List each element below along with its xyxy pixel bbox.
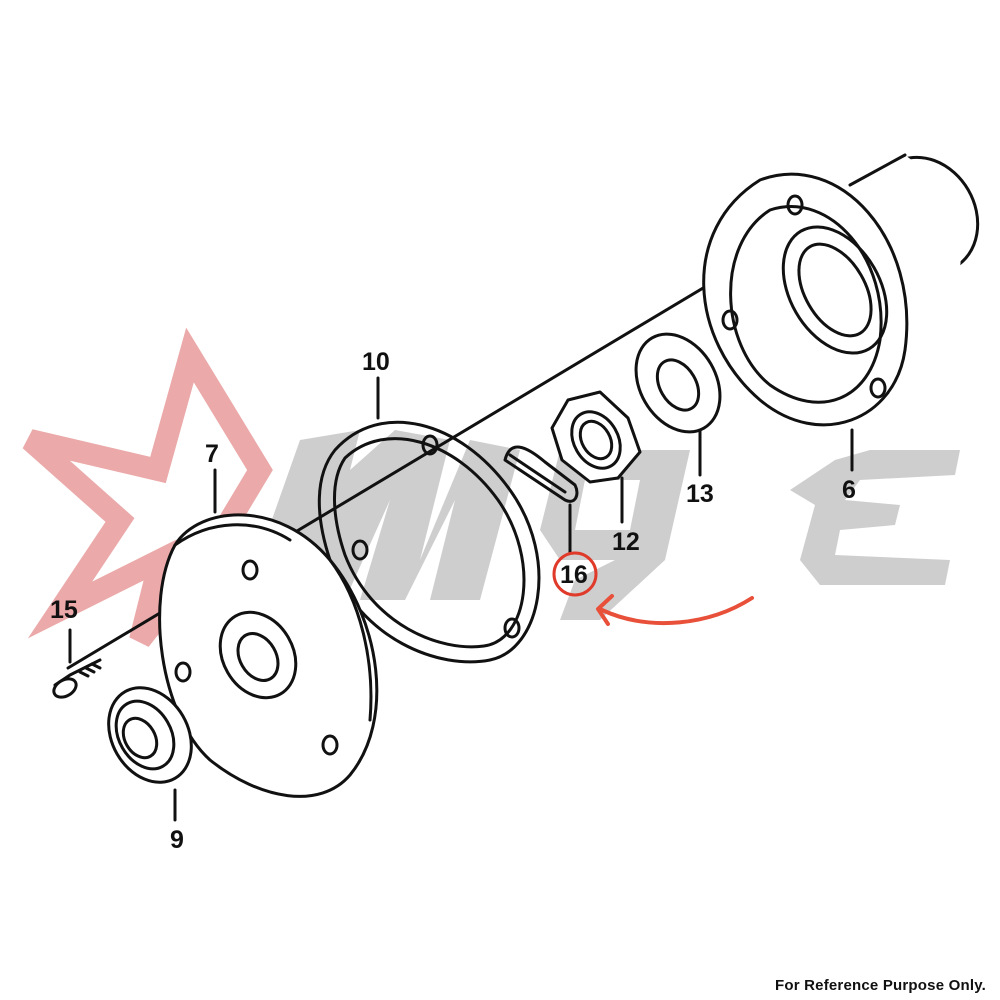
part-10-gasket — [317, 420, 541, 664]
callout-label-13: 13 — [686, 480, 714, 508]
highlight-part-16 — [552, 551, 754, 626]
part-15-screw — [52, 658, 102, 699]
callout-label-9: 9 — [170, 826, 184, 854]
callout-label-16: 16 — [560, 561, 588, 589]
part-6-housing — [702, 153, 980, 427]
watermark-star-icon — [22, 327, 273, 647]
part-16-cotter-pin — [503, 445, 579, 503]
part-12-nut — [550, 390, 642, 484]
reference-disclaimer: For Reference Purpose Only. — [774, 977, 986, 994]
callout-label-15: 15 — [50, 596, 78, 624]
callout-label-7: 7 — [205, 440, 219, 468]
callout-label-10: 10 — [362, 348, 390, 376]
highlight-arrow-icon — [600, 596, 754, 626]
highlight-circle — [552, 551, 598, 597]
callout-label-6: 6 — [842, 476, 856, 504]
watermark-letter-e — [790, 450, 960, 585]
part-7-cover — [158, 513, 379, 798]
part-9-seal — [107, 686, 193, 784]
callout-label-12: 12 — [612, 528, 640, 556]
leader-lines — [68, 376, 854, 822]
part-13-washer — [634, 332, 722, 434]
